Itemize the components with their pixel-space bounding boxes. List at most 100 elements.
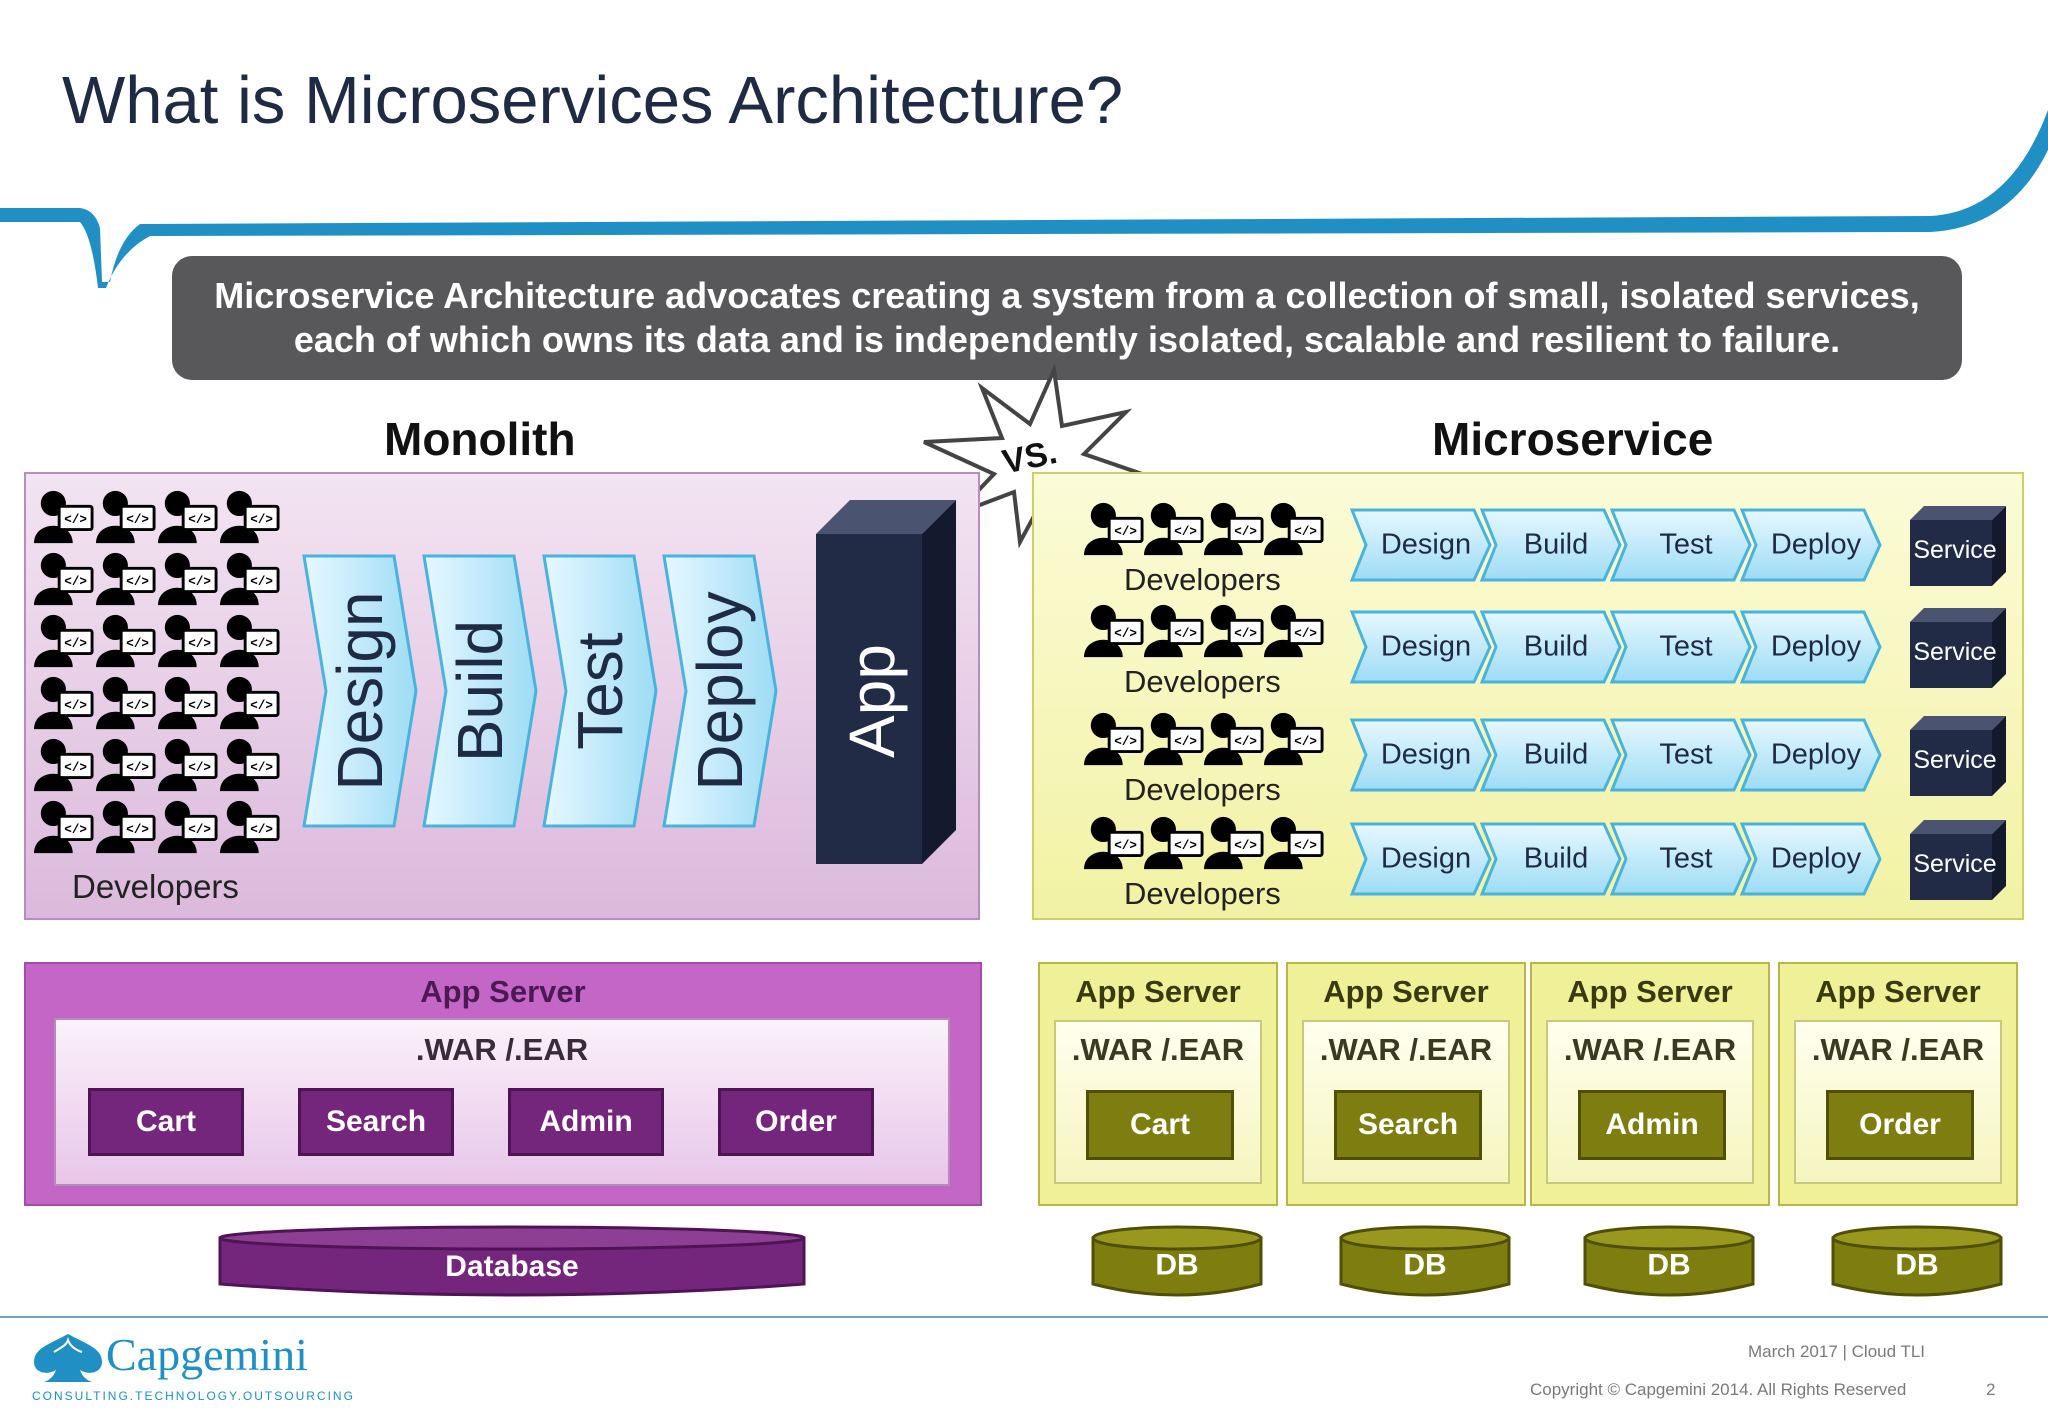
svg-text:</>: </>: [188, 513, 211, 527]
developer-icon: </>: [1264, 502, 1324, 556]
microservice-stage-design: Design: [1349, 610, 1492, 684]
service-label: Service: [1913, 850, 1997, 878]
svg-text:</>: </>: [1174, 627, 1197, 641]
microservice-developers-label: Developers: [1124, 876, 1281, 911]
microservice-stage-deploy: Deploy: [1739, 822, 1882, 896]
monolith-stage-design: Design: [302, 554, 418, 828]
monolith-war-label: .WAR /.EAR: [415, 1032, 589, 1067]
microservice-developers-label: Developers: [1124, 772, 1281, 807]
microservice-db-cylinder: DB: [1338, 1224, 1512, 1300]
monolith-stage-label: Design: [324, 591, 396, 791]
microservice-stage-label: Test: [1659, 842, 1713, 875]
capgemini-tagline: CONSULTING.TECHNOLOGY.OUTSOURCING: [32, 1389, 355, 1403]
banner-line-1: Microservice Architecture advocates crea…: [214, 275, 1920, 316]
service-label: Service: [1913, 746, 1997, 774]
developer-icon: </>: [158, 676, 218, 730]
svg-text:</>: </>: [1114, 839, 1137, 853]
microservice-stage-test: Test: [1609, 822, 1752, 896]
definition-banner: Microservice Architecture advocates crea…: [172, 256, 1962, 380]
microservice-stage-label: Test: [1659, 630, 1713, 663]
developer-icon: </>: [1204, 502, 1264, 556]
svg-text:</>: </>: [1114, 627, 1137, 641]
monolith-stage-test: Test: [542, 554, 658, 828]
monolith-developers-label: Developers: [72, 868, 239, 905]
svg-text:</>: </>: [188, 637, 211, 651]
microservice-db-label: DB: [1647, 1248, 1691, 1282]
svg-text:</>: </>: [250, 699, 273, 713]
service-label: Service: [1913, 536, 1997, 564]
monolith-app-label: App: [836, 644, 908, 758]
developer-icon: </>: [1144, 816, 1204, 870]
header-swoosh: [0, 110, 2048, 288]
developer-icon: </>: [96, 490, 156, 544]
svg-text:</>: </>: [188, 699, 211, 713]
service-block: Service: [1910, 716, 2006, 796]
svg-text:</>: </>: [126, 513, 149, 527]
developer-icon: </>: [96, 676, 156, 730]
svg-text:</>: </>: [1234, 525, 1257, 539]
svg-text:</>: </>: [250, 761, 273, 775]
developer-icon: </>: [1204, 604, 1264, 658]
svg-text:</>: </>: [1234, 735, 1257, 749]
monolith-module-admin: Admin: [508, 1088, 664, 1156]
svg-text:</>: </>: [1174, 735, 1197, 749]
developer-icon: </>: [1264, 604, 1324, 658]
microservice-stage-label: Deploy: [1770, 842, 1862, 875]
developer-icon: </>: [34, 614, 94, 668]
microservice-db-cylinder: DB: [1830, 1224, 2004, 1300]
capgemini-spade-logo-icon: [34, 1334, 102, 1382]
svg-text:</>: </>: [64, 823, 87, 837]
svg-text:</>: </>: [64, 513, 87, 527]
svg-text:</>: </>: [126, 575, 149, 589]
developer-icon: </>: [1144, 502, 1204, 556]
svg-text:</>: </>: [1234, 627, 1257, 641]
microservice-stage-label: Deploy: [1770, 630, 1862, 663]
microservice-stage-deploy: Deploy: [1739, 718, 1882, 792]
developer-icon: </>: [1144, 712, 1204, 766]
monolith-module-order: Order: [718, 1088, 874, 1156]
microservice-war-label: .WAR /.EAR: [1811, 1032, 1985, 1067]
developer-icon: </>: [96, 614, 156, 668]
developer-icon: </>: [34, 800, 94, 854]
monolith-stage-label: Deploy: [684, 591, 756, 791]
footer-divider: [0, 1316, 2048, 1318]
microservice-stage-label: Deploy: [1770, 738, 1862, 771]
microservice-stage-build: Build: [1479, 822, 1622, 896]
svg-text:</>: </>: [1234, 839, 1257, 853]
svg-text:</>: </>: [126, 699, 149, 713]
developer-icon: </>: [96, 800, 156, 854]
svg-text:</>: </>: [188, 761, 211, 775]
microservice-heading: Microservice: [1432, 413, 1714, 465]
svg-text:</>: </>: [64, 575, 87, 589]
microservice-stage-label: Design: [1380, 528, 1472, 561]
developer-icon: </>: [96, 738, 156, 792]
microservice-stage-test: Test: [1609, 610, 1752, 684]
monolith-database-label: Database: [445, 1250, 579, 1283]
svg-text:</>: </>: [126, 823, 149, 837]
microservice-module-admin: Admin: [1578, 1090, 1726, 1160]
microservice-server-title: App Server: [1567, 974, 1733, 1009]
monolith-database-cylinder: [218, 1225, 806, 1297]
monolith-app-block: [816, 500, 956, 864]
developer-icon: </>: [220, 800, 280, 854]
developer-icon: </>: [96, 552, 156, 606]
microservice-stage-label: Build: [1523, 842, 1589, 875]
footer-copyright: Copyright © Capgemini 2014. All Rights R…: [1530, 1380, 1907, 1399]
page-title: What is Microservices Architecture?: [62, 63, 1124, 138]
monolith-stage-build: Build: [422, 554, 538, 828]
microservice-stage-build: Build: [1479, 508, 1622, 582]
monolith-developer-grid: </> </> </> </> </> </> </> </> </> </> </> </> </> <…: [34, 488, 304, 868]
developer-icon: </>: [1204, 712, 1264, 766]
svg-text:</>: </>: [64, 637, 87, 651]
developer-icon: </>: [1084, 712, 1144, 766]
microservice-stage-label: Build: [1523, 528, 1589, 561]
microservice-stage-label: Deploy: [1770, 528, 1862, 561]
service-block: Service: [1910, 820, 2006, 900]
monolith-heading: Monolith: [384, 413, 576, 465]
microservice-stage-deploy: Deploy: [1739, 610, 1882, 684]
svg-text:</>: </>: [188, 823, 211, 837]
microservice-stage-label: Build: [1523, 630, 1589, 663]
developer-icon: </>: [1264, 712, 1324, 766]
